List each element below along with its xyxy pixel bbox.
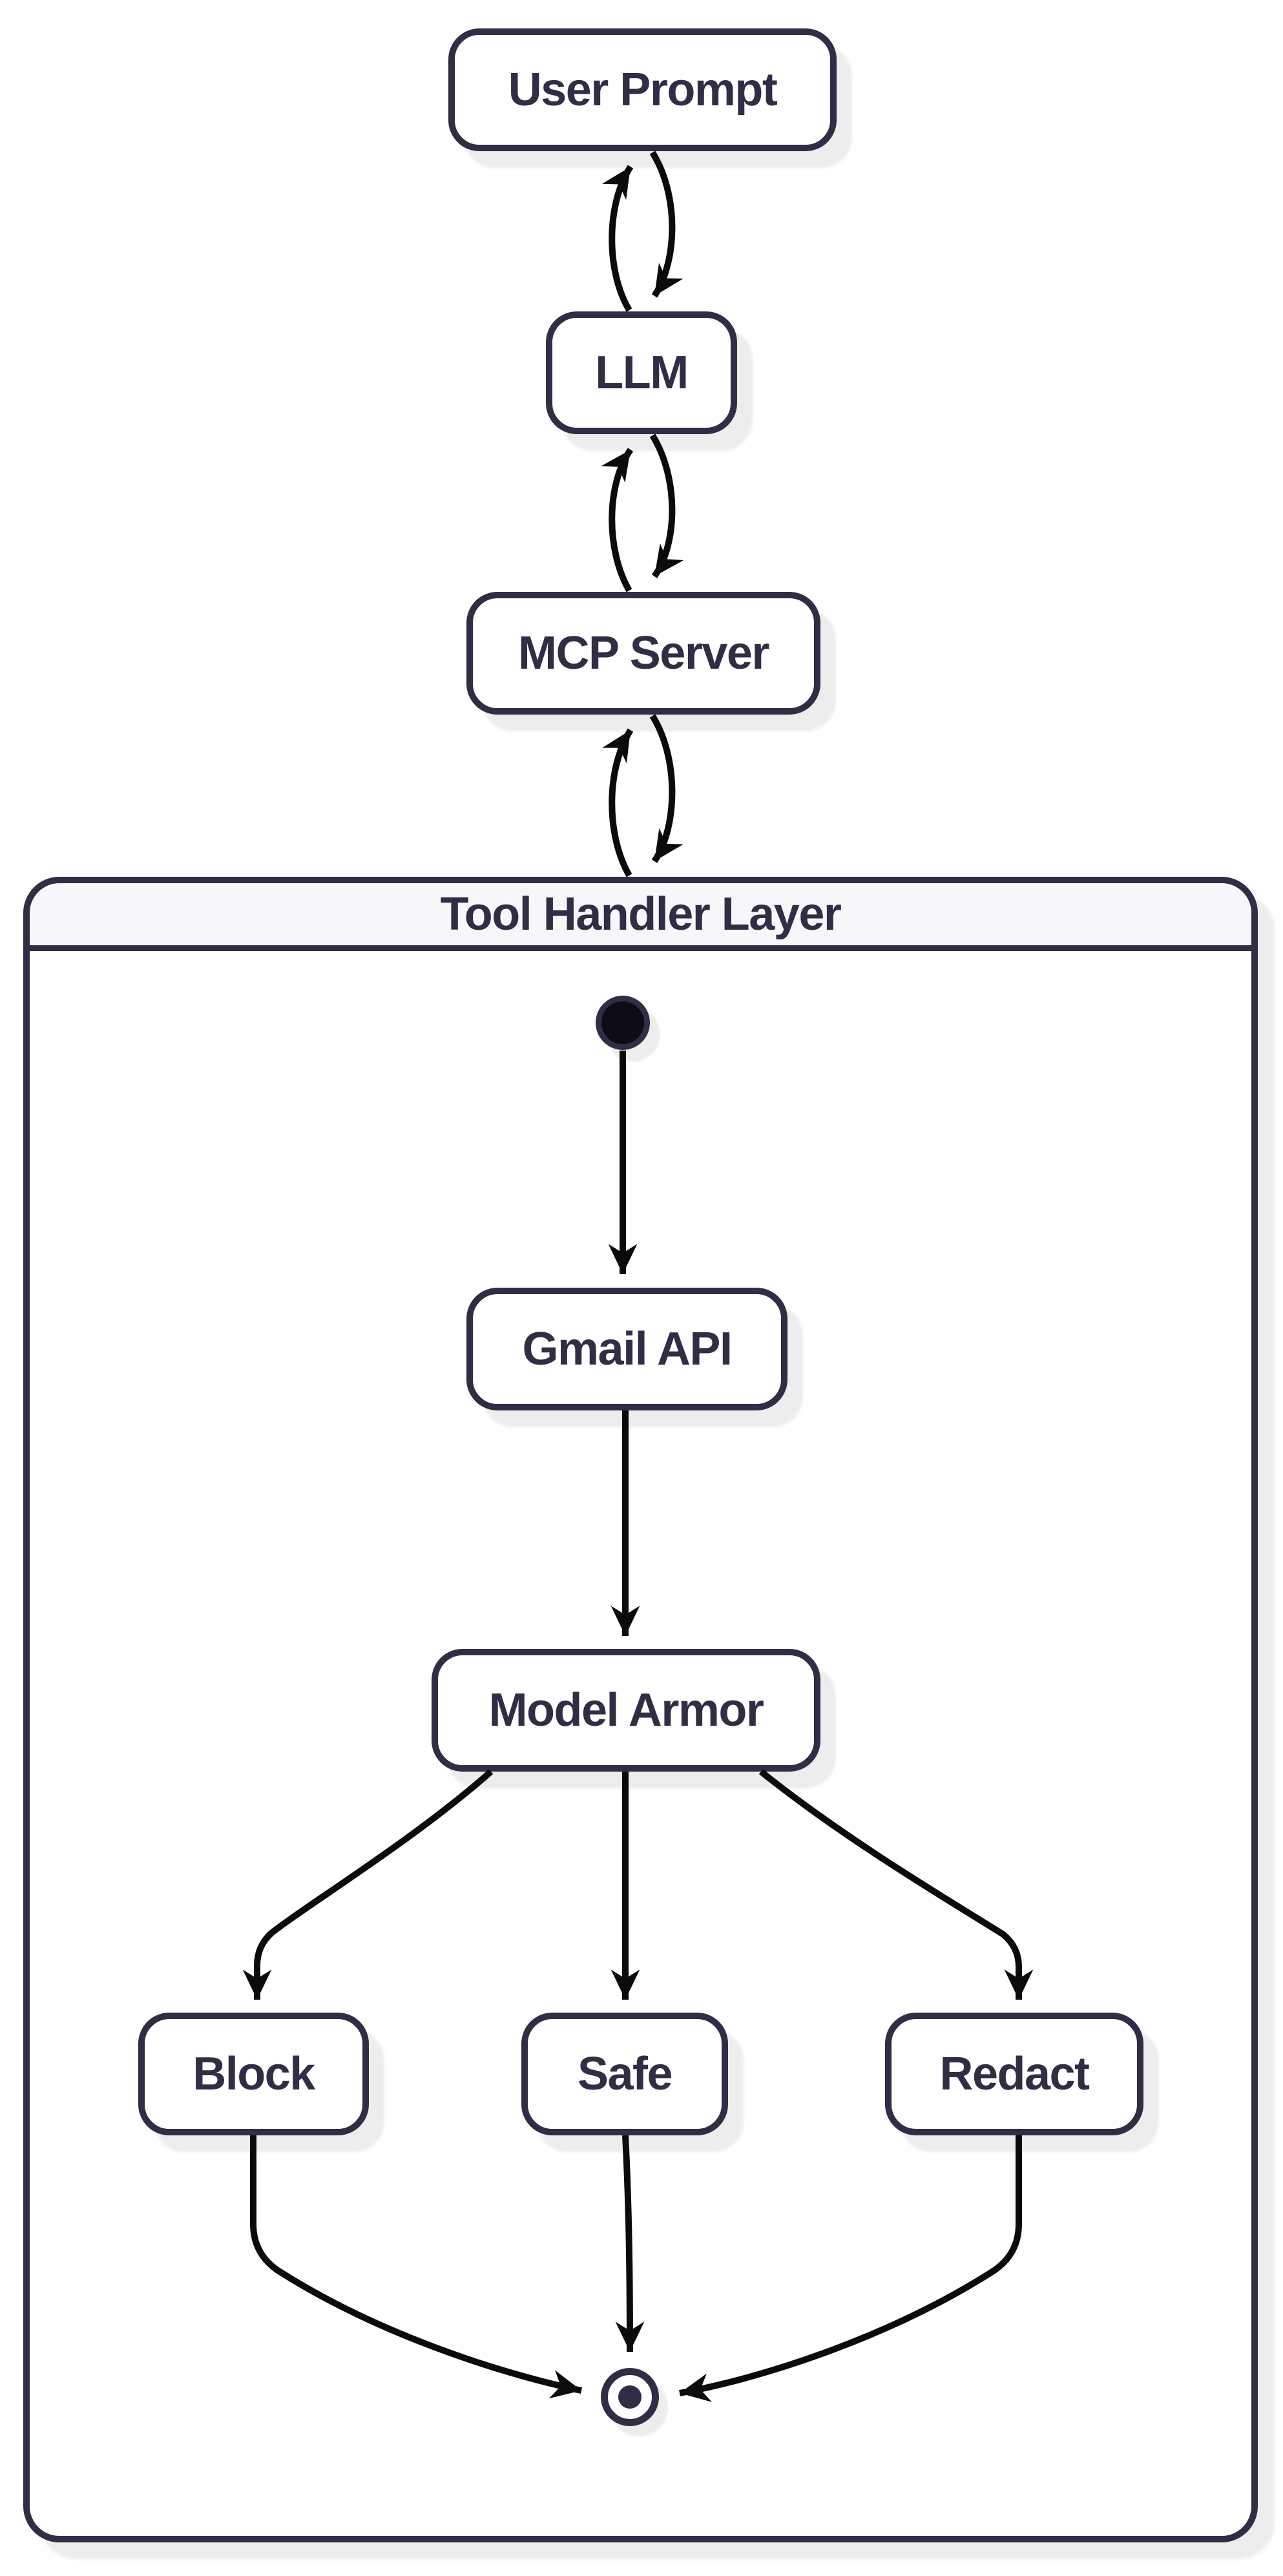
end-state-icon — [601, 2368, 659, 2426]
node-redact-label: Redact — [939, 2048, 1090, 2100]
container-title-label: Tool Handler Layer — [440, 888, 842, 940]
node-model-armor-label: Model Armor — [488, 1684, 764, 1736]
node-mcp-server: MCP Server — [466, 592, 820, 715]
node-llm: LLM — [546, 311, 737, 434]
edge-llm-to-user-prompt — [601, 165, 634, 312]
node-redact: Redact — [885, 2013, 1143, 2135]
start-state-icon — [596, 996, 650, 1050]
edge-tool-handler-to-mcp-server — [602, 728, 634, 877]
node-llm-label: LLM — [595, 347, 689, 399]
node-user-prompt: User Prompt — [448, 28, 837, 151]
node-gmail-api-label: Gmail API — [522, 1323, 733, 1375]
node-safe: Safe — [521, 2013, 728, 2135]
node-model-armor: Model Armor — [432, 1649, 820, 1772]
edge-user-prompt-to-llm — [649, 151, 683, 298]
end-state-inner-dot — [618, 2385, 642, 2409]
node-safe-label: Safe — [577, 2048, 673, 2100]
edge-mcp-server-to-llm — [601, 448, 634, 592]
node-gmail-api: Gmail API — [466, 1288, 788, 1410]
container-title-bar: Tool Handler Layer — [30, 883, 1251, 951]
edge-mcp-server-to-tool-handler — [649, 714, 683, 863]
node-mcp-server-label: MCP Server — [518, 627, 769, 679]
edge-llm-to-mcp-server — [649, 434, 684, 578]
node-user-prompt-label: User Prompt — [508, 64, 778, 116]
node-block: Block — [138, 2013, 369, 2135]
node-block-label: Block — [193, 2048, 315, 2100]
